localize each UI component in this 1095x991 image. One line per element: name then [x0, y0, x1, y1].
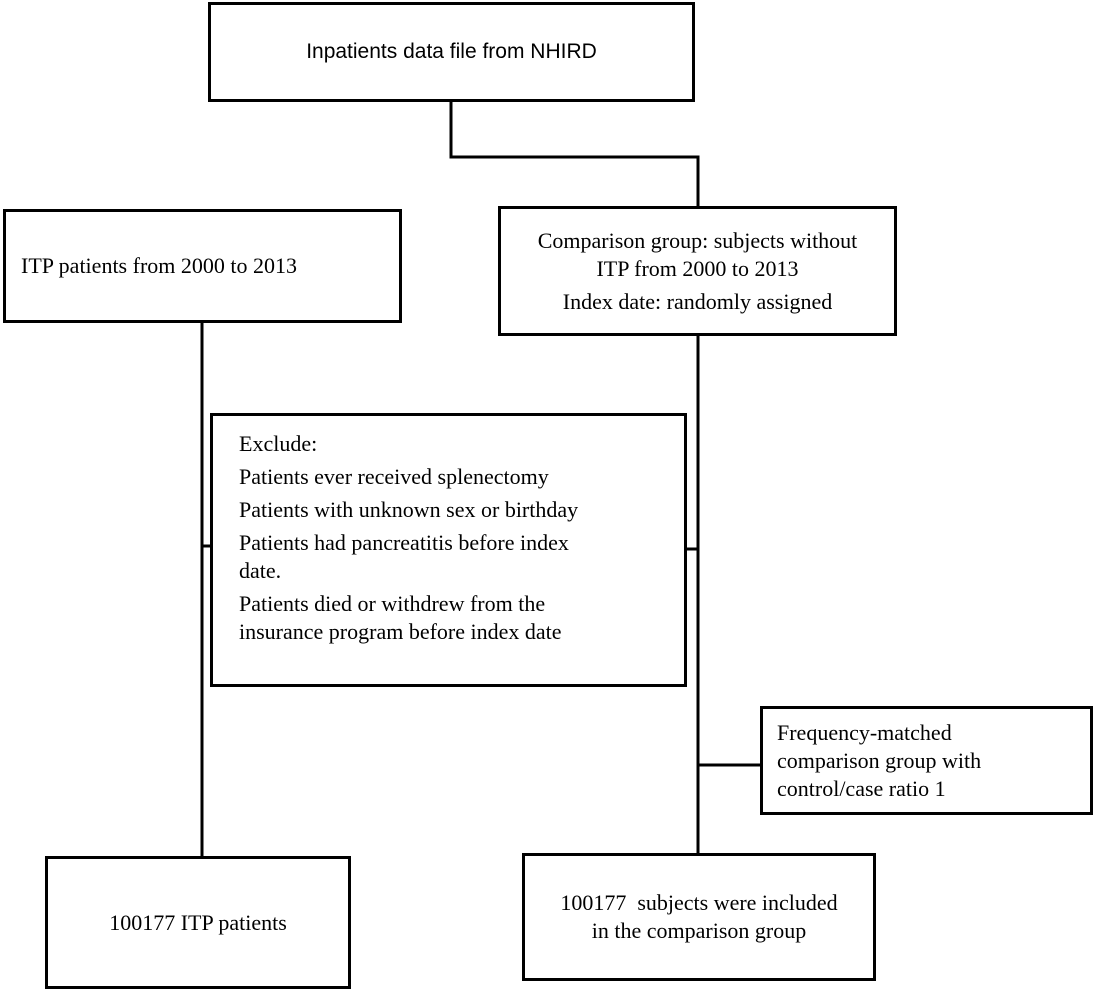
source-box-text: Inpatients data file from NHIRD	[306, 40, 597, 63]
comparison-final-box: 100177 subjects were included in the com…	[522, 853, 876, 981]
itp-final-box: 100177 ITP patients	[45, 856, 351, 989]
itp-final-box-text: 100177 ITP patients	[109, 909, 287, 935]
comparison-group-box: Comparison group: subjects without ITP f…	[498, 206, 897, 336]
comparison-group-line-3: Index date: randomly assigned	[562, 289, 833, 314]
frequency-matched-line-1: Frequency-matched	[777, 720, 952, 745]
exclude-item-4-continued: insurance program before index date	[239, 619, 562, 644]
itp-patients-box: ITP patients from 2000 to 2013	[3, 209, 402, 323]
frequency-matched-line-3: control/case ratio 1	[777, 776, 946, 801]
comparison-final-line-1: 100177 subjects were included	[560, 890, 838, 915]
exclude-item-3: Patients had pancreatitis before index	[239, 530, 569, 555]
comparison-group-line-2: ITP from 2000 to 2013	[596, 256, 799, 281]
exclude-item-2: Patients with unknown sex or birthday	[239, 497, 579, 522]
exclude-item-3-continued: date.	[239, 558, 282, 583]
source-box: Inpatients data file from NHIRD	[208, 2, 695, 102]
frequency-matched-line-2: comparison group with	[777, 748, 982, 773]
exclude-box: Exclude: Patients ever received splenect…	[210, 413, 687, 687]
exclude-item-4: Patients died or withdrew from the	[239, 591, 546, 616]
connector-source-to-comparison	[449, 102, 700, 208]
exclude-item-1: Patients ever received splenectomy	[239, 464, 549, 489]
frequency-matched-box: Frequency-matched comparison group with …	[760, 706, 1093, 815]
exclude-heading: Exclude:	[239, 431, 318, 456]
itp-patients-box-text: ITP patients from 2000 to 2013	[21, 253, 297, 278]
comparison-final-line-2: in the comparison group	[591, 918, 807, 943]
comparison-group-line-1: Comparison group: subjects without	[537, 228, 858, 253]
